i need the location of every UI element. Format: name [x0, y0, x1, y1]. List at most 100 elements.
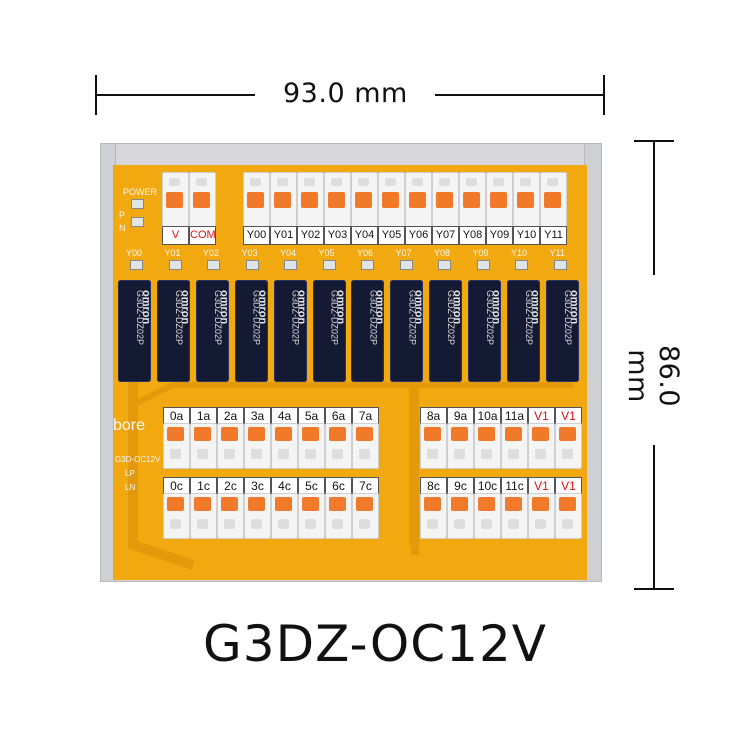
terminal-hole	[427, 449, 438, 459]
output-terminal-label: Y00	[243, 226, 270, 245]
output-terminal-label: Y08	[459, 226, 486, 245]
terminal-hole	[385, 178, 396, 186]
terminal-lever	[167, 427, 184, 441]
bottom-terminal-label: 1c	[190, 477, 217, 496]
terminal-lever	[329, 427, 346, 441]
relay-brand: omron	[256, 290, 269, 325]
silk-lp: LP	[125, 469, 135, 478]
terminal-lever	[451, 427, 468, 441]
terminal-lever	[544, 192, 561, 208]
terminal-hole	[332, 519, 343, 529]
terminal-lever	[559, 427, 576, 441]
output-terminal-label: Y05	[378, 226, 405, 245]
terminal-lever	[193, 192, 210, 208]
bottom-terminal-label: 6a	[325, 407, 352, 426]
terminal-hole	[305, 519, 316, 529]
terminal-hole	[466, 178, 477, 186]
output-terminal-label: Y06	[405, 226, 432, 245]
bottom-terminal-label: 9a	[447, 407, 474, 426]
led-label: Y07	[395, 248, 412, 258]
bottom-terminal-label: 11c	[501, 477, 528, 496]
led-label: Y08	[434, 248, 451, 258]
terminal-lever	[505, 427, 522, 441]
din-rail-top	[100, 143, 602, 167]
terminal-lever	[451, 497, 468, 511]
relay-brand: omron	[529, 290, 541, 325]
silk-model: G3D-OC12V	[115, 455, 161, 464]
relay-brand: omron	[451, 290, 464, 325]
terminal-lever	[478, 497, 495, 511]
terminal-lever	[274, 192, 291, 208]
terminal-hole	[169, 178, 180, 186]
bottom-terminal-label: 7a	[352, 407, 379, 426]
terminal-lever	[194, 427, 211, 441]
terminal-lever	[166, 192, 183, 208]
terminal-lever	[221, 427, 238, 441]
silk-brand: bore	[113, 417, 146, 434]
terminal-hole	[224, 449, 235, 459]
terminal-lever	[517, 192, 534, 208]
terminal-hole	[224, 519, 235, 529]
terminal-lever	[478, 427, 495, 441]
terminal-lever	[532, 497, 549, 511]
status-led-icon	[438, 260, 451, 270]
terminal-hole	[304, 178, 315, 186]
led-label: Y02	[203, 248, 220, 258]
terminal-lever	[505, 497, 522, 511]
bottom-terminal-label: 7c	[352, 477, 379, 496]
height-line-top	[653, 140, 655, 275]
led-label: Y09	[472, 248, 489, 258]
relay-part-number: G3DZ-DZ02P	[524, 290, 534, 346]
terminal-lever	[382, 192, 399, 208]
output-terminal-label: Y04	[351, 226, 378, 245]
terminal-lever	[559, 497, 576, 511]
output-terminal-label: Y02	[297, 226, 324, 245]
relay-part-number: G3DZ-DZ02P	[562, 290, 573, 346]
terminal-hole	[481, 449, 492, 459]
relay-part-number: G3DZ-DZ02P	[446, 290, 457, 346]
terminal-lever	[532, 427, 549, 441]
output-terminal-label: Y10	[513, 226, 540, 245]
height-label: 86.0 mm	[622, 344, 684, 408]
terminal-hole	[535, 449, 546, 459]
relay-brand: omron	[295, 290, 308, 325]
relay-brand: omron	[412, 290, 425, 325]
status-led-icon	[476, 260, 490, 270]
terminal-hole	[332, 449, 343, 459]
relay-brand: omron	[373, 290, 386, 325]
terminal-hole	[197, 449, 208, 459]
power-terminal-label: COM	[189, 226, 216, 245]
terminal-hole	[481, 519, 492, 529]
led-label: Y04	[280, 248, 297, 258]
silk-ln: LN	[125, 483, 136, 492]
relay-part-number: G3DZ-DZ02P	[173, 290, 184, 346]
terminal-hole	[412, 178, 423, 186]
status-led-icon	[399, 260, 413, 270]
terminal-lever	[329, 497, 346, 511]
power-led-icon	[131, 199, 144, 209]
terminal-hole	[535, 519, 546, 529]
status-led-icon	[322, 260, 336, 270]
terminal-hole	[439, 178, 450, 186]
bottom-terminal-label: V1	[555, 407, 582, 426]
terminal-lever	[490, 192, 507, 208]
output-terminal-label: Y07	[432, 226, 459, 245]
silk-p: P	[119, 210, 126, 220]
terminal-lever	[424, 427, 441, 441]
terminal-lever	[247, 192, 264, 208]
terminal-hole	[196, 178, 207, 186]
terminal-hole	[277, 178, 288, 186]
led-label: Y10	[511, 248, 528, 258]
led-label: Y06	[357, 248, 374, 258]
terminal-hole	[508, 519, 519, 529]
height-line-bottom	[653, 445, 655, 590]
status-led-icon	[553, 260, 567, 270]
